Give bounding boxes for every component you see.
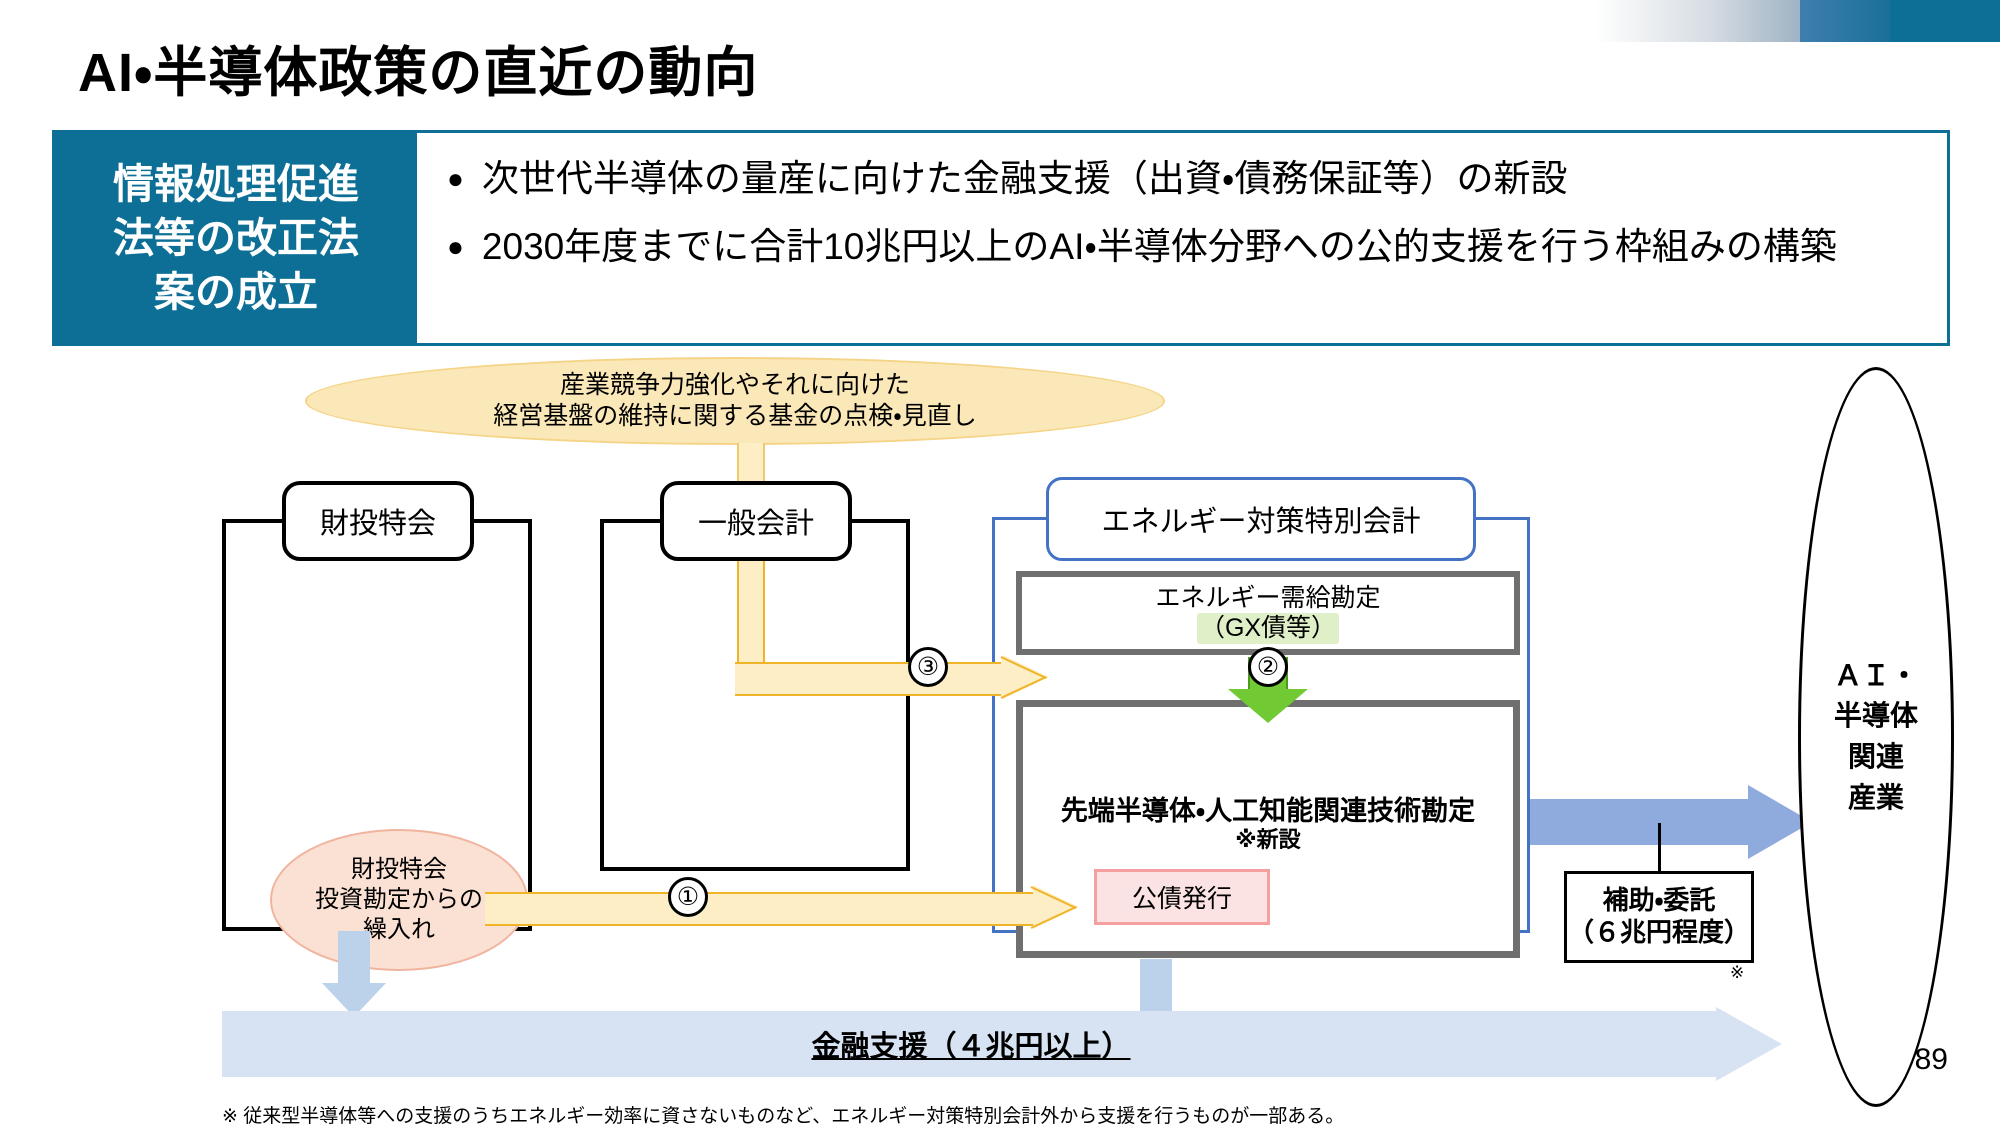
header-label-line-2: 法等の改正法: [113, 214, 359, 261]
gx-energy-supply-account-box: エネルギー需給勘定 （GX債等）: [1016, 571, 1520, 655]
ai-semiconductor-industry-ellipse: ＡＩ・ 半導体 関連 産業: [1798, 367, 1954, 1107]
bond-box-label: 公債発行: [1131, 885, 1232, 913]
financial-support-bar: 金融支援（４兆円以上）: [222, 1007, 1782, 1081]
finance-bar-arrow-head: [1716, 1007, 1782, 1081]
gx-box-line-2: （GX債等）: [1196, 613, 1340, 644]
ai-industry-line-4: 産業: [1847, 781, 1904, 813]
header-bullet-1-text: 次世代半導体の量産に向けた金融支援（出資・債務保証等）の新設: [481, 158, 1568, 199]
arrow-cap: [1001, 656, 1003, 698]
arrow-head: [1228, 689, 1308, 723]
account-tab-fiscal: 財投特会: [282, 481, 474, 561]
ribbon-gradient-blue: [1800, 0, 1890, 42]
arrow-general-to-advanced: [735, 655, 1065, 699]
decorative-ribbon: [1595, 0, 2000, 42]
arrow-gx-to-advanced: [1228, 657, 1308, 723]
header-bullet-1: ● 次世代半導体の量産に向けた金融支援（出資・債務保証等）の新設: [447, 155, 1925, 203]
arrow-body: [735, 662, 1007, 696]
header-label-line-3: 案の成立: [154, 269, 318, 316]
arrow-fiscal-to-advanced: [485, 885, 1095, 929]
subsidy-commission-box: 補助・委託 （６兆円程度）: [1564, 871, 1754, 963]
finance-bar-body: [222, 1011, 1720, 1077]
budget-flow-diagram: 産業競争力強化やそれに向けた 経営基盤の維持に関する基金の点検・見直し 財投特会…: [0, 355, 2000, 1127]
fiscal-invest-line-2: 投資勘定からの: [315, 886, 483, 913]
ribbon-solid-teal: [1890, 0, 2000, 42]
header-bullet-2-text: 2030年度までに合計10兆円以上のAI・半導体分野への公的支援を行う枠組みの構…: [481, 226, 1837, 268]
account-tab-general: 一般会計: [660, 481, 852, 561]
advanced-semiconductor-ai-account-box: [1016, 700, 1520, 958]
fiscal-invest-line-3: 繰入れ: [363, 916, 435, 943]
ai-industry-line-3: 関連: [1847, 741, 1904, 772]
government-bond-issuance-box: 公債発行: [1094, 869, 1270, 925]
subsidy-line-1: 補助・委託: [1602, 885, 1716, 916]
gx-box-line-1: エネルギー需給勘定: [1155, 583, 1381, 612]
ai-industry-line-2: 半導体: [1833, 700, 1918, 732]
page-number: 89: [1914, 1043, 1948, 1076]
arrow-body: [1530, 799, 1752, 845]
subsidy-line-2: （６兆円程度）: [1567, 917, 1750, 947]
advanced-account-subtitle: ※新設: [1235, 827, 1301, 853]
arrow-body: [485, 892, 1037, 926]
fund-review-line-2: 経営基盤の維持に関する基金の点検・見直し: [493, 402, 977, 430]
badge-two: ②: [1248, 647, 1288, 687]
fund-review-callout: 産業競争力強化やそれに向けた 経営基盤の維持に関する基金の点検・見直し: [305, 357, 1165, 445]
header-bullet-2: ● 2030年度までに合計10兆円以上のAI・半導体分野への公的支援を行う枠組み…: [447, 223, 1925, 271]
header-label-line-1: 情報処理促進: [113, 160, 359, 207]
header-band-label: 情報処理促進 法等の改正法 案の成立: [55, 133, 417, 343]
fund-review-connector: [737, 443, 765, 485]
arrow-shaft: [1140, 959, 1172, 1013]
fund-review-line-1: 産業競争力強化やそれに向けた: [559, 370, 910, 399]
header-band-body: ● 次世代半導体の量産に向けた金融支援（出資・債務保証等）の新設 ● 2030年…: [417, 133, 1947, 343]
subsidy-connector-line: [1658, 823, 1661, 871]
advanced-account-title: 先端半導体・人工知能関連技術勘定: [1060, 796, 1476, 826]
badge-three: ③: [908, 647, 948, 687]
policy-header-band: 情報処理促進 法等の改正法 案の成立 ● 次世代半導体の量産に向けた金融支援（出…: [52, 130, 1950, 346]
advanced-account-title-group: 先端半導体・人工知能関連技術勘定 ※新設: [1016, 795, 1520, 854]
arrow-fiscal-down-to-finance: [322, 931, 386, 1017]
arrow-to-ai-industry: [1530, 785, 1812, 859]
badge-one: ①: [668, 877, 708, 917]
account-tab-energy-label: エネルギー対策特別会計: [1101, 506, 1421, 538]
fiscal-invest-line-1: 財投特会: [351, 856, 447, 883]
account-tab-energy: エネルギー対策特別会計: [1046, 477, 1476, 561]
finance-bar-label: 金融支援（４兆円以上）: [811, 1031, 1131, 1063]
page-title: AI・半導体政策の直近の動向: [78, 43, 759, 103]
bullet-dot-icon: ●: [447, 163, 464, 194]
ai-industry-line-1: ＡＩ・: [1833, 659, 1918, 691]
ribbon-gradient-light: [1595, 0, 1800, 42]
subsidy-footnote-marker: ※: [1730, 963, 1745, 982]
account-tab-general-label: 一般会計: [697, 508, 814, 540]
arrow-shaft: [338, 931, 370, 985]
slide-footnote: ※ 従来型半導体等への支援のうちエネルギー効率に資さないものなど、エネルギー対策…: [222, 1106, 1345, 1127]
bullet-dot-icon: ●: [447, 231, 464, 263]
account-tab-fiscal-label: 財投特会: [319, 508, 436, 540]
